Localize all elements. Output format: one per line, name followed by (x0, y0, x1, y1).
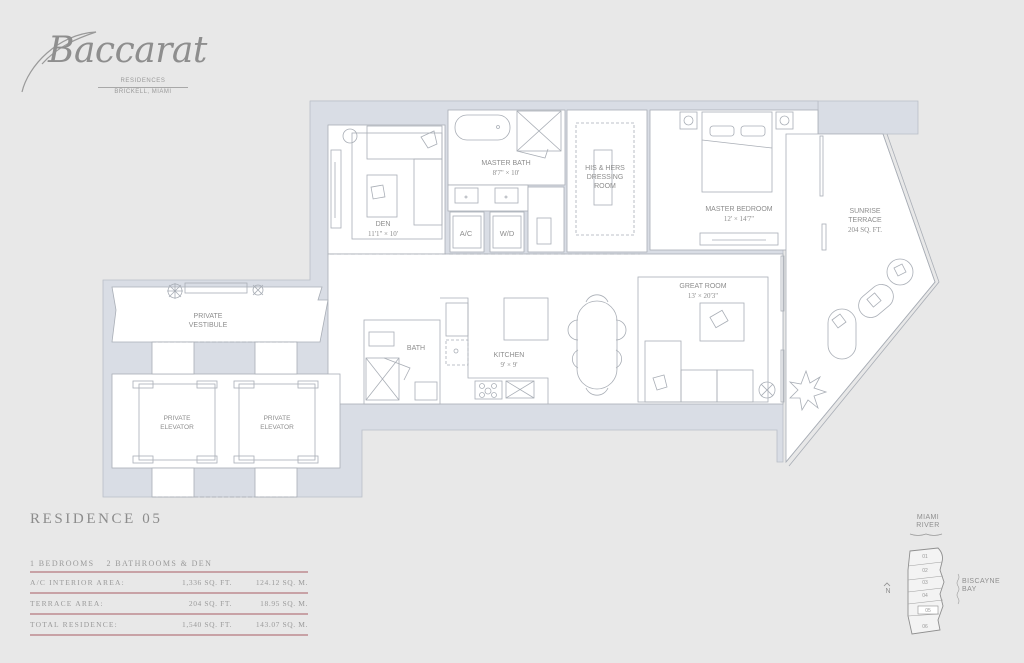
elevator-2-label-2: ELEVATOR (260, 424, 294, 431)
bedroom-count: 1 BEDROOMS (30, 559, 95, 568)
spec-sqm: 124.12 SQ. M. (255, 578, 308, 587)
bath-label: BATH (407, 345, 425, 352)
north-label: N (885, 588, 891, 595)
kitchen-fixtures (440, 297, 549, 404)
bathroom-count: 2 BATHROOMS & DEN (106, 559, 213, 568)
master-bedroom-label: MASTER BEDROOM (705, 206, 772, 213)
spec-row-total: TOTAL RESIDENCE: 1,540 SQ. FT. 143.07 SQ… (30, 613, 308, 636)
svg-text:06: 06 (922, 624, 928, 630)
brand-logo: Baccarat RESIDENCES BRICKELL, MIAMI (18, 26, 207, 98)
logo-swoosh-icon (21, 31, 97, 93)
spec-sqft: 1,336 SQ. FT. (182, 578, 232, 587)
terrace-label-2: TERRACE (848, 217, 882, 224)
spec-sqft: 204 SQ. FT. (188, 599, 232, 608)
spec-row-interior: A/C INTERIOR AREA: 1,336 SQ. FT. 124.12 … (30, 571, 308, 592)
elevator-2-label-1: PRIVATE (264, 415, 292, 422)
ac-label: A/C (460, 229, 473, 238)
brand-location: BRICKELL, MIAMI (114, 89, 172, 95)
svg-text:04: 04 (922, 593, 928, 599)
bedroom-furniture (679, 111, 827, 251)
kitchen-dims: 9' × 9' (501, 361, 518, 369)
wd-label: W/D (500, 229, 515, 238)
master-bedroom-dims: 12' × 14'7" (724, 215, 754, 223)
guest-bath (363, 319, 441, 405)
vestibule-label-1: PRIVATE (194, 313, 223, 320)
river-label-line1: MIAMI (916, 514, 940, 521)
spec-sqm: 143.07 SQ. M. (255, 620, 308, 629)
kitchen-label: KITCHEN (494, 352, 525, 359)
dressing-label-3: ROOM (594, 183, 616, 190)
terrace-label-1: SUNRISE (849, 208, 880, 215)
brand-name: Baccarat (48, 30, 207, 71)
north-arrow-icon (883, 582, 891, 587)
svg-text:02: 02 (922, 568, 928, 574)
bay-label-line1: BISCAYNE (962, 578, 1001, 585)
spec-label: TOTAL RESIDENCE: (30, 620, 118, 629)
terrace-railing (785, 133, 940, 467)
svg-text:01: 01 (922, 554, 928, 560)
dressing-label-2: DRESSING (587, 174, 624, 181)
spec-row-terrace: TERRACE AREA: 204 SQ. FT. 18.95 SQ. M. (30, 592, 308, 613)
bay-label-line2: BAY (962, 586, 977, 593)
residence-title: RESIDENCE 05 (30, 511, 163, 527)
terrace-area: 204 SQ. FT. (848, 226, 882, 234)
dining-table (567, 294, 627, 396)
den-label: DEN (376, 221, 391, 228)
great-room-dims: 13' × 20'3" (688, 292, 718, 300)
highlighted-unit-05 (917, 605, 939, 615)
spec-summary: 1 BEDROOMS 2 BATHROOMS & DEN (30, 557, 308, 571)
spec-table: 1 BEDROOMS 2 BATHROOMS & DEN A/C INTERIOR… (30, 557, 308, 636)
guest-bath-fixtures (365, 331, 438, 401)
river-label-line2: RIVER (916, 522, 940, 529)
spec-sqft: 1,540 SQ. FT. (182, 620, 232, 629)
river-wave-icon (909, 533, 943, 536)
vestibule-furniture (167, 282, 264, 299)
vestibule-label-2: VESTIBULE (189, 322, 228, 329)
great-room-furniture (637, 255, 785, 403)
bay-label: BISCAYNE BAY (962, 578, 1000, 594)
great-room-label: GREAT ROOM (679, 283, 726, 290)
terrace-furniture (788, 258, 914, 412)
brand-subtitle: RESIDENCES (120, 78, 166, 84)
spec-label: A/C INTERIOR AREA: (30, 578, 125, 587)
elevator-1-label-2: ELEVATOR (160, 424, 194, 431)
elevator-1-label-1: PRIVATE (164, 415, 192, 422)
dressing-label-1: HIS & HERS (585, 165, 625, 172)
building-key-icon: 01 02 03 04 05 06 (883, 533, 960, 635)
master-bath-label: MASTER BATH (481, 160, 530, 167)
bay-wave-icon (956, 573, 960, 605)
master-bath-fixtures (452, 110, 562, 249)
key-plan: MIAMI RIVER 01 02 03 04 05 06 N BISCAYNE… (880, 510, 1024, 640)
den-dims: 11'1" × 10' (368, 230, 398, 238)
spec-sqm: 18.95 SQ. M. (260, 599, 308, 608)
river-label: MIAMI RIVER (908, 514, 948, 530)
elevator-cabs (132, 380, 319, 464)
svg-text:03: 03 (922, 580, 928, 586)
svg-text:05: 05 (925, 608, 931, 614)
brand-divider (98, 87, 188, 88)
master-bath-dims: 8'7" × 10' (493, 169, 520, 177)
dressing-island (593, 149, 613, 206)
den-furniture (330, 125, 443, 240)
spec-label: TERRACE AREA: (30, 599, 104, 608)
floor-areas (111, 109, 936, 498)
